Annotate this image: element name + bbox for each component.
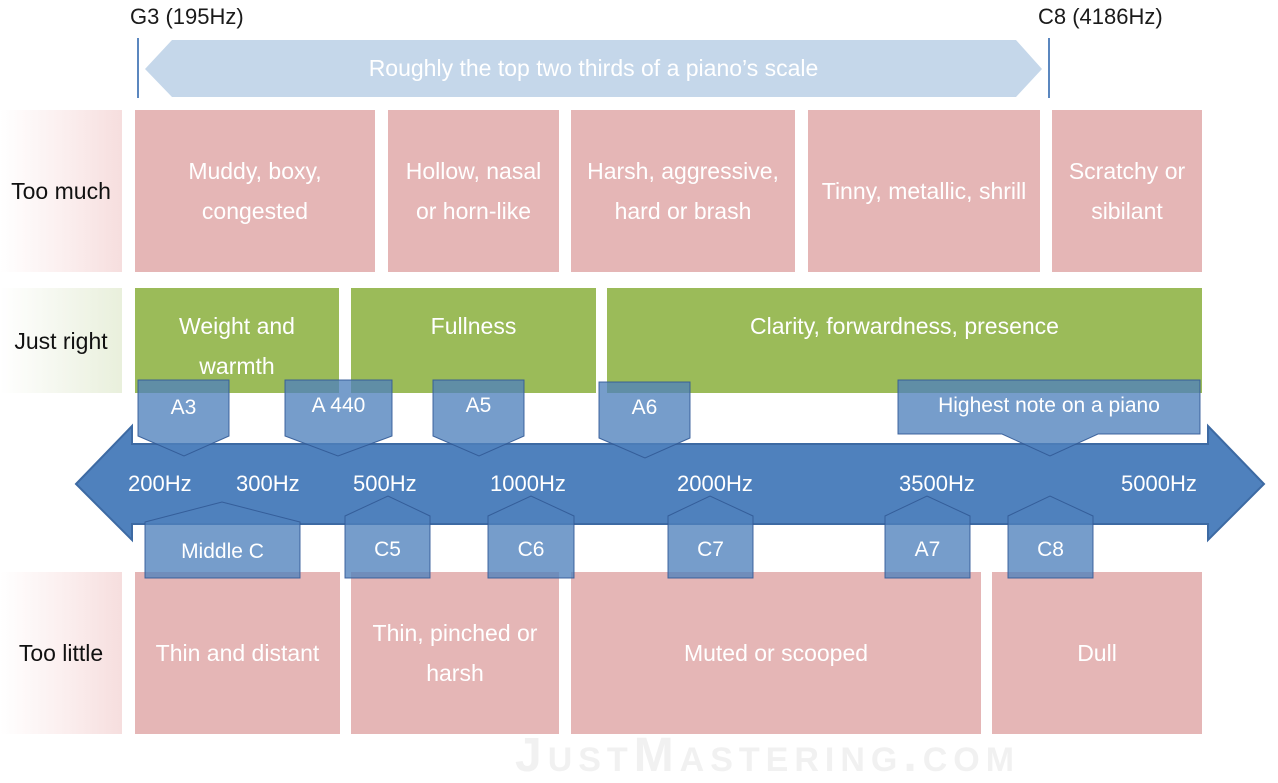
note-arrow-a3: [137, 379, 230, 457]
range-end-label: C8 (4186Hz): [1038, 4, 1163, 29]
axis-tick-5000hz: 5000Hz: [1121, 471, 1197, 496]
note-arrow-c6: [487, 495, 575, 579]
note-arrow-a5: [432, 379, 525, 457]
too-little-cell-dull: Dull: [992, 572, 1202, 734]
axis-tick-200hz: 200Hz: [128, 471, 192, 496]
note-arrow-c7: [667, 495, 754, 579]
range-start-label: G3 (195Hz): [130, 4, 244, 29]
note-label-a7: A7: [914, 538, 941, 561]
just-right-cell-fullness: Fullness: [351, 288, 596, 393]
watermark-logo: JustMastering.com: [515, 728, 1020, 783]
too-much-cell-hollow: Hollow, nasal or horn-like: [388, 110, 559, 272]
just-right-cell-clarity: Clarity, forwardness, presence: [607, 288, 1202, 393]
watermark-text: JustMastering.com: [515, 729, 1021, 782]
note-arrow-middle-c: [144, 501, 301, 579]
too-little-cell-thin-pinched: Thin, pinched or harsh: [351, 572, 559, 734]
axis-tick-2000hz: 2000Hz: [677, 471, 753, 496]
too-much-cell-tinny: Tinny, metallic, shrill: [808, 110, 1040, 272]
note-label-c7: C7: [697, 538, 724, 561]
piano-range-banner-arrow: [145, 40, 1042, 97]
note-label-a440: A 440: [311, 394, 366, 417]
note-label-c5: C5: [374, 538, 401, 561]
axis-tick-1000hz: 1000Hz: [490, 471, 566, 496]
note-arrow-c5: [344, 495, 431, 579]
note-label-middle-c: Middle C: [181, 540, 264, 563]
just-right-cell-weight: Weight and warmth: [135, 288, 339, 393]
piano-range-banner-text: Roughly the top two thirds of a piano’s …: [368, 55, 819, 81]
note-label-highest: Highest note on a piano: [938, 394, 1160, 417]
note-arrow-a7: [884, 495, 971, 579]
row-label-too-much: Too much: [0, 110, 122, 272]
row-label-too-little: Too little: [0, 572, 122, 734]
row-label-just-right: Just right: [0, 288, 122, 393]
note-arrow-c8: [1007, 495, 1094, 579]
axis-tick-3500hz: 3500Hz: [899, 471, 975, 496]
note-label-c6: C6: [517, 538, 545, 561]
note-arrow-highest: [897, 379, 1201, 457]
note-label-a3: A3: [170, 396, 197, 419]
axis-tick-300hz: 300Hz: [236, 471, 300, 496]
note-arrow-a6: [598, 381, 691, 459]
note-label-c8: C8: [1037, 538, 1064, 561]
axis-tick-500hz: 500Hz: [353, 471, 417, 496]
range-end-line: [1048, 38, 1050, 98]
too-little-cell-thin-distant: Thin and distant: [135, 572, 340, 734]
too-little-cell-muted: Muted or scooped: [571, 572, 981, 734]
too-much-cell-harsh: Harsh, aggressive, hard or brash: [571, 110, 795, 272]
note-label-a6: A6: [631, 396, 658, 419]
note-arrow-a440: [284, 379, 393, 457]
note-label-a5: A5: [465, 394, 492, 417]
too-much-cell-muddy: Muddy, boxy, congested: [135, 110, 375, 272]
range-start-line: [137, 38, 139, 98]
too-much-cell-scratchy: Scratchy or sibilant: [1052, 110, 1202, 272]
